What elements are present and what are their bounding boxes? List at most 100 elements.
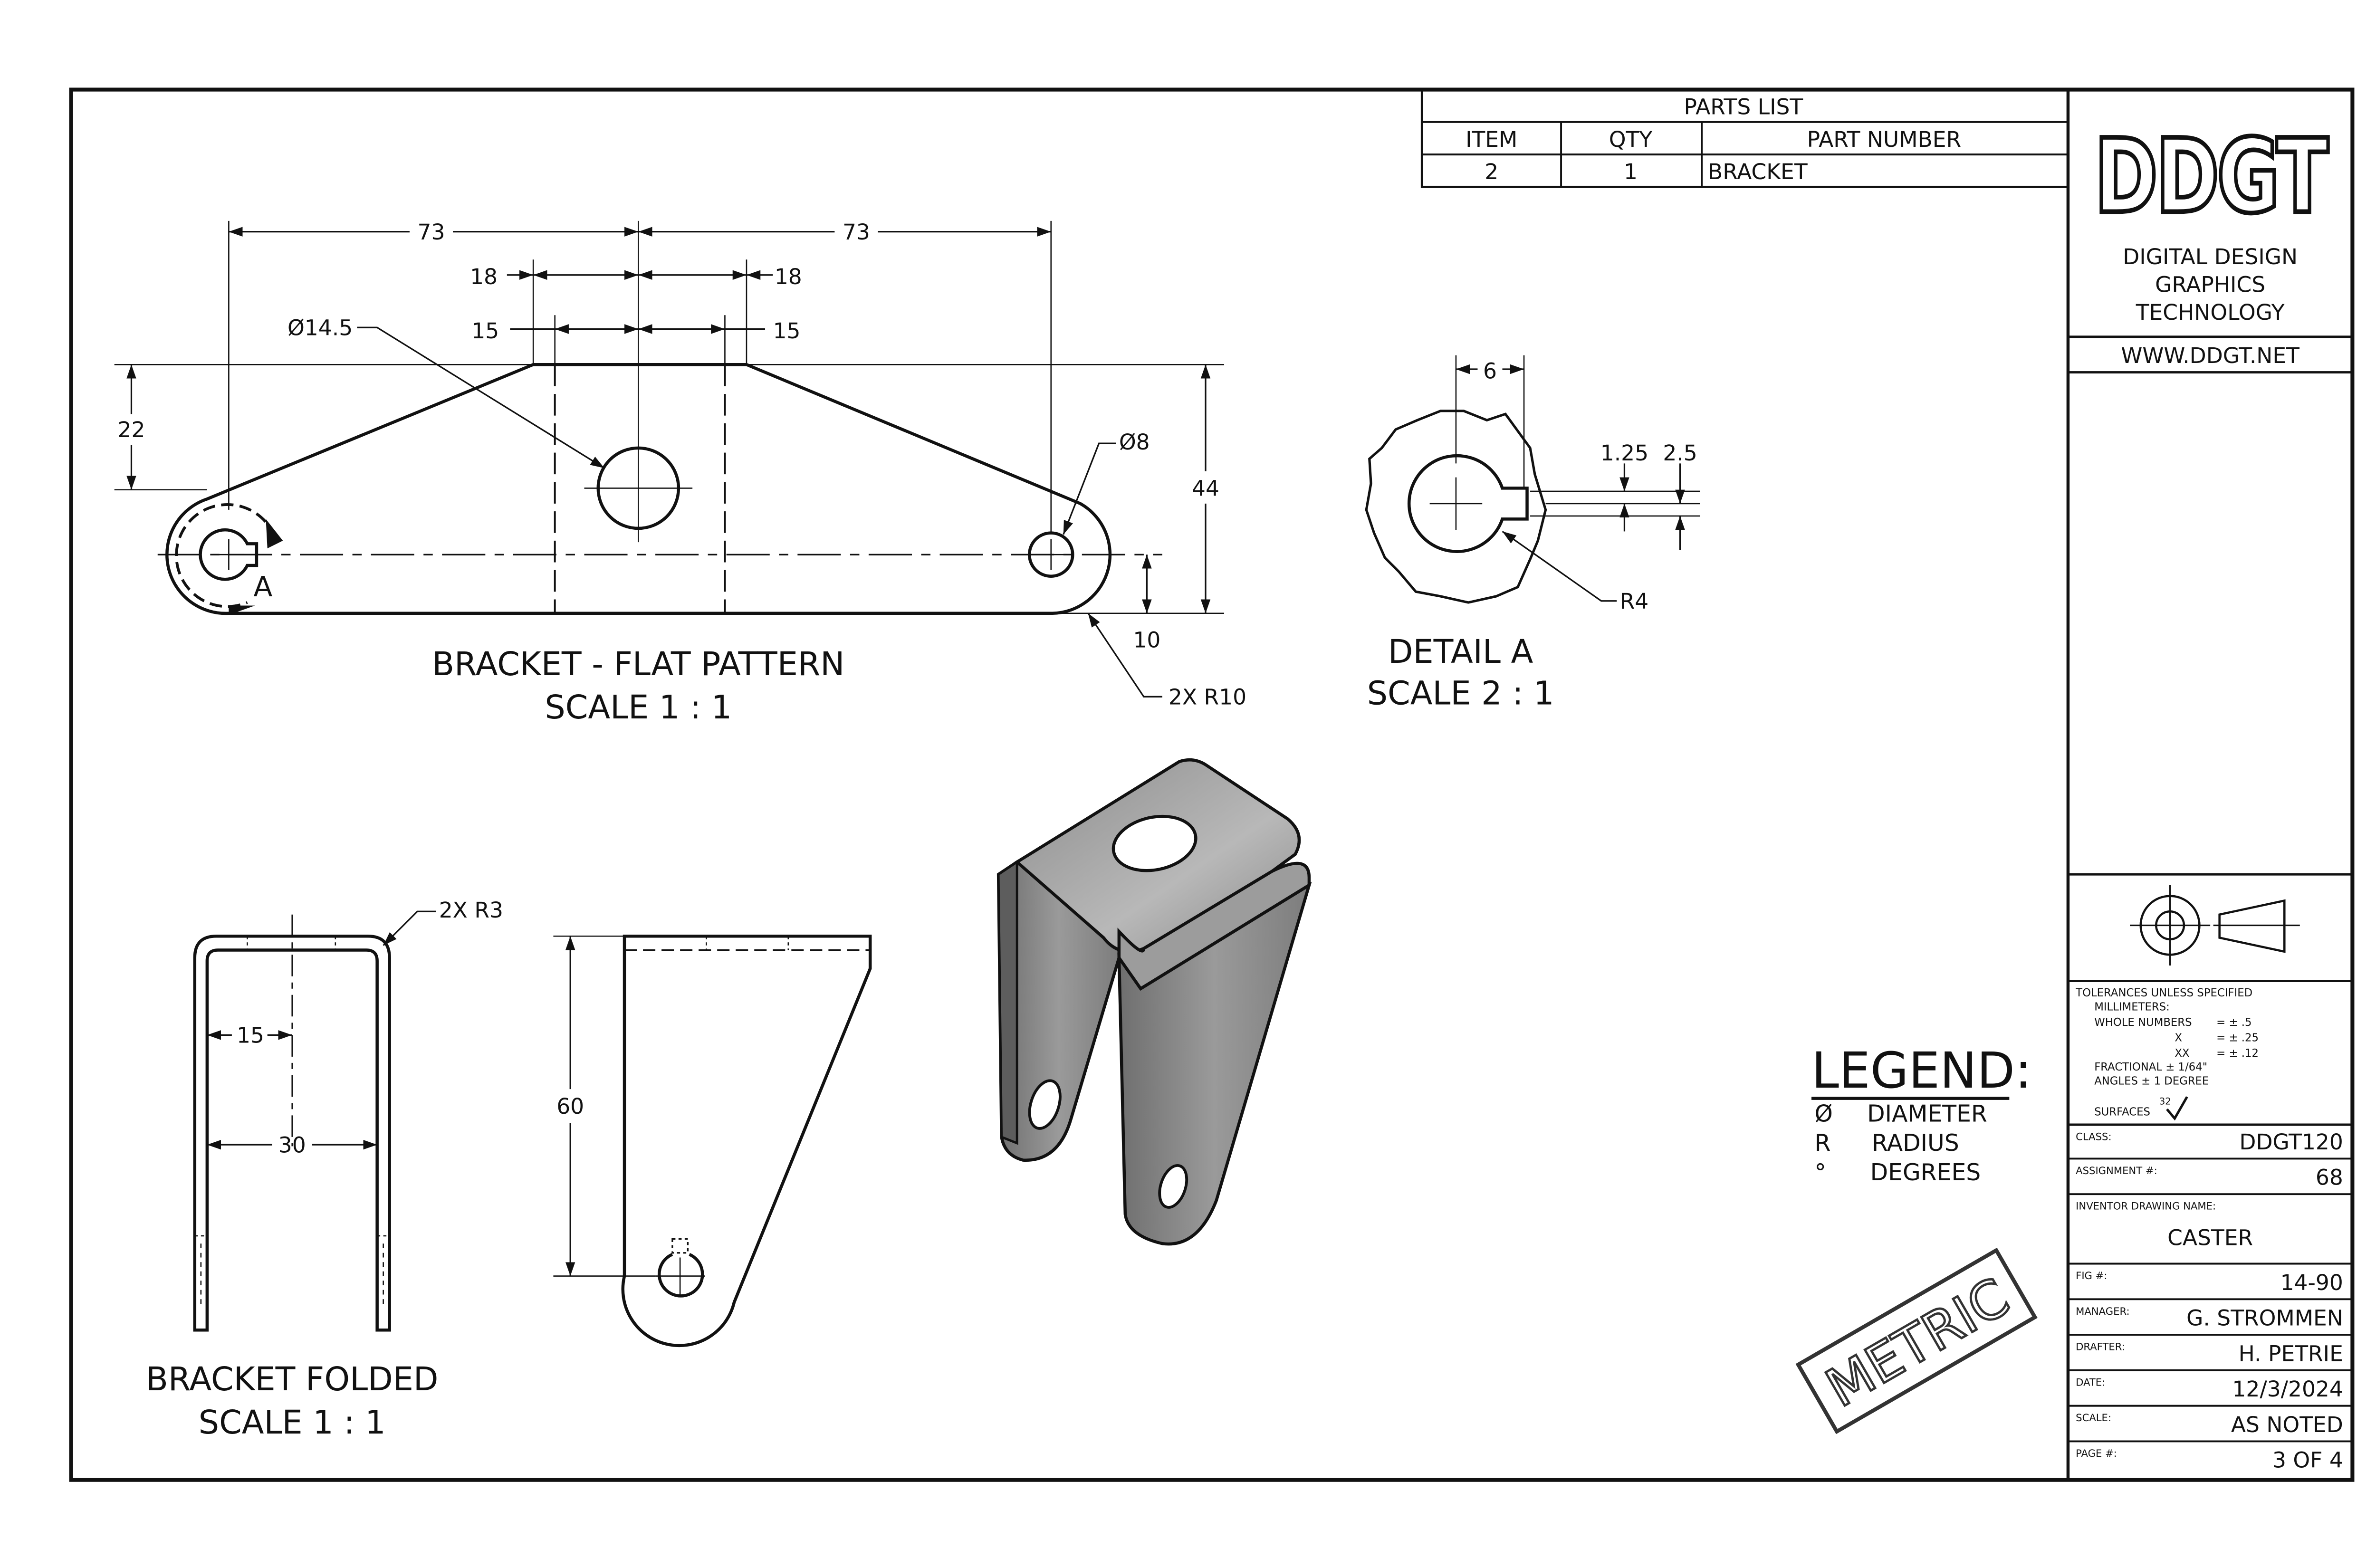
folded-dim-inner: 15 (237, 1023, 264, 1048)
legend-symbol-diameter: Ø (1814, 1100, 1832, 1127)
parts-list-header-qty: QTY (1609, 127, 1653, 152)
date-label: DATE: (2076, 1376, 2105, 1388)
dim-height-top: 22 (118, 417, 145, 442)
metric-stamp: METRIC (1795, 1247, 2038, 1434)
svg-text:MILLIMETERS:: MILLIMETERS: (2094, 1001, 2170, 1013)
parts-list-cell-qty: 1 (1624, 159, 1638, 184)
detail-keyed-hole (1407, 454, 1529, 553)
folded-scale: SCALE 1 : 1 (199, 1404, 386, 1442)
svg-text:XX: XX (2175, 1047, 2189, 1060)
svg-text:= ± .5: = ± .5 (2216, 1016, 2251, 1029)
parts-list: PARTS LIST ITEM QTY PART NUMBER 2 1 BRAC… (1420, 88, 2069, 188)
dim-height-small: 10 (1133, 627, 1160, 652)
folded-front-view: 15 30 2X R3 BRACKET FOLDED SCALE 1 : 1 (146, 898, 503, 1442)
svg-text:SURFACES: SURFACES (2094, 1106, 2150, 1118)
svg-text:= ± .12: = ± .12 (2216, 1047, 2259, 1060)
manager-value: G. STROMMEN (2186, 1306, 2343, 1331)
iso-back-leg (996, 860, 1121, 1162)
iso-top-hole (1111, 814, 1198, 872)
scale-value: AS NOTED (2231, 1412, 2343, 1437)
scale-label: SCALE: (2076, 1412, 2111, 1424)
svg-text:= ± .25: = ± .25 (2216, 1032, 2259, 1044)
manager-label: MANAGER: (2076, 1305, 2129, 1317)
logo-url: WWW.DDGT.NET (2121, 343, 2299, 368)
assignment-value: 68 (2316, 1165, 2343, 1190)
detail-dim-key-b: 2.5 (1663, 440, 1697, 466)
legend-meaning-diameter: DIAMETER (1867, 1100, 1987, 1127)
parts-list-cell-part-number: BRACKET (1708, 159, 1808, 184)
parts-list-header-part-number: PART NUMBER (1807, 127, 1962, 152)
flat-pattern-title: BRACKET - FLAT PATTERN (432, 646, 844, 683)
legend-meaning-degrees: DEGREES (1870, 1159, 1981, 1186)
detail-a-scale: SCALE 2 : 1 (1367, 675, 1554, 713)
flat-pattern-outline (165, 363, 1112, 615)
legend-title: LEGEND: (1811, 1042, 2031, 1100)
legend-meaning-radius: RADIUS (1872, 1129, 1959, 1157)
dim-overall-left: 73 (417, 220, 445, 245)
third-angle-projection-icon (2130, 885, 2300, 966)
dim-small-hole-diameter: Ø8 (1119, 430, 1150, 455)
detail-dim-key-a: 1.25 (1600, 440, 1648, 466)
legend-symbol-radius: R (1814, 1129, 1830, 1157)
iso-back-leg-hole (1028, 1079, 1062, 1130)
svg-text:FRACTIONAL ± 1/64": FRACTIONAL ± 1/64" (2094, 1061, 2207, 1073)
page-label: PAGE #: (2076, 1447, 2117, 1459)
class-label: CLASS: (2076, 1130, 2111, 1142)
detail-dim-radius: R4 (1620, 589, 1649, 614)
parts-list-cell-item: 2 (1485, 159, 1498, 184)
tolerances-note: TOLERANCES UNLESS SPECIFIED MILLIMETERS:… (2075, 987, 2259, 1121)
side-keyed-hole (658, 1253, 704, 1298)
dim-large-hole-diameter: Ø14.5 (287, 316, 353, 341)
legend: LEGEND: Ø DIAMETER R RADIUS ° DEGREES (1811, 1042, 2031, 1186)
legend-symbol-degrees: ° (1814, 1159, 1826, 1186)
fig-label: FIG #: (2076, 1270, 2107, 1281)
svg-text:32: 32 (2159, 1096, 2171, 1107)
isometric-bracket-view (996, 758, 1312, 1246)
side-profile-outline (621, 934, 872, 1348)
dim-overall-right: 73 (843, 220, 870, 245)
surface-finish-icon (2166, 1096, 2188, 1121)
folded-dim-radius: 2X R3 (439, 898, 503, 923)
parts-list-title: PARTS LIST (1684, 95, 1803, 120)
detail-a-view: 6 1.25 2.5 R4 DETAIL A SCALE 2 : 1 (1365, 355, 1700, 713)
date-value: 12/3/2024 (2232, 1377, 2343, 1402)
parts-list-header-item: ITEM (1466, 127, 1517, 152)
svg-text:WHOLE NUMBERS: WHOLE NUMBERS (2094, 1016, 2192, 1029)
dim-height-total: 44 (1192, 476, 1219, 501)
svg-text:ANGLES ± 1 DEGREE: ANGLES ± 1 DEGREE (2094, 1075, 2209, 1087)
dim-flat-right: 15 (773, 318, 801, 344)
flat-pattern-scale: SCALE 1 : 1 (545, 689, 732, 727)
keyed-hole (199, 528, 259, 581)
title-block: DDGT DIGITAL DESIGN GRAPHICS TECHNOLOGY … (2067, 115, 2354, 1473)
class-value: DDGT120 (2239, 1129, 2343, 1155)
folded-title: BRACKET FOLDED (146, 1361, 438, 1398)
assignment-label: ASSIGNMENT #: (2076, 1165, 2157, 1176)
flat-pattern-view: A 73 73 18 18 15 15 Ø14.5 Ø8 (114, 220, 1246, 727)
drafter-label: DRAFTER: (2076, 1341, 2125, 1353)
drafter-value: H. PETRIE (2239, 1341, 2343, 1366)
detail-dim-width: 6 (1483, 359, 1497, 384)
folded-side-view: 60 (553, 934, 872, 1348)
detail-a-label: A (253, 571, 272, 603)
folded-dim-outer: 30 (278, 1132, 306, 1157)
small-hole (1027, 531, 1074, 578)
dim-hole-right: 18 (775, 264, 802, 289)
dim-hole-left: 18 (470, 264, 498, 289)
dim-flat-left: 15 (471, 318, 499, 344)
sheet-border (69, 87, 2355, 1482)
dim-radius: 2X R10 (1169, 685, 1246, 710)
svg-text:TOLERANCES UNLESS SPECIFIED: TOLERANCES UNLESS SPECIFIED (2075, 987, 2252, 999)
detail-a-title: DETAIL A (1388, 633, 1533, 671)
iso-front-leg (1117, 881, 1312, 1246)
logo-name-line-2: GRAPHICS (2155, 272, 2265, 297)
ddgt-logo: DDGT (2094, 117, 2328, 236)
logo-name-line-1: DIGITAL DESIGN (2123, 244, 2298, 269)
drawing-name-value: CASTER (2167, 1225, 2253, 1251)
detail-a-boundary (1365, 410, 1547, 604)
fig-value: 14-90 (2280, 1270, 2343, 1295)
logo-name-line-3: TECHNOLOGY (2136, 300, 2285, 325)
drawing-name-label: INVENTOR DRAWING NAME: (2076, 1200, 2216, 1212)
page-value: 3 OF 4 (2272, 1448, 2343, 1473)
svg-text:X: X (2175, 1032, 2182, 1044)
